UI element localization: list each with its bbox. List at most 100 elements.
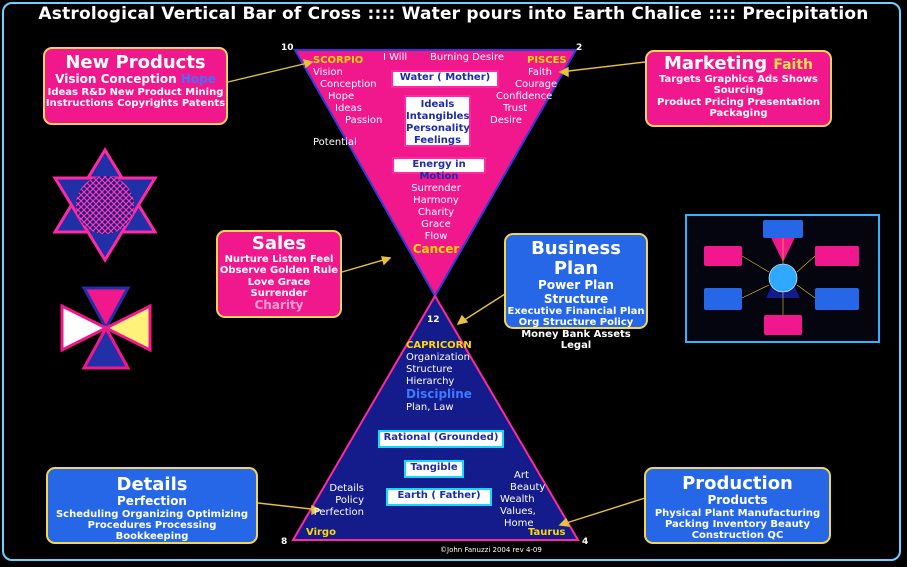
potential-label: Potential	[313, 137, 357, 148]
scorpio-list-1: Vision	[313, 67, 343, 78]
capricorn-item-2: Structure	[406, 364, 453, 375]
pisces-list-4: Trust	[503, 103, 528, 114]
business-plan-line-1: Power Plan	[538, 278, 614, 293]
virgo-list: Details Policy Perfection	[312, 483, 364, 519]
taurus-item-1: Art	[514, 470, 529, 481]
star-of-david-icon	[52, 147, 158, 263]
scorpio-list-2: Conception	[320, 79, 377, 90]
arrow-new-products	[227, 61, 313, 83]
ideals-item-1: Ideals	[420, 99, 455, 110]
surrender-item-3: Charity	[417, 207, 455, 218]
rational-grounded-box: Rational (Grounded)	[378, 430, 504, 448]
details-line-3: Procedures Processing	[87, 519, 217, 531]
production-box: Production Products Physical Plant Manuf…	[644, 467, 831, 544]
hourglass-cross-icon	[60, 286, 152, 370]
pisces-list-1: Faith	[528, 67, 552, 78]
business-plan-line-4: Org Structure Policy	[518, 317, 634, 329]
sign-taurus: Taurus	[528, 527, 566, 538]
surrender-item-4: Grace	[421, 219, 451, 230]
marketing-faith: Faith	[773, 57, 814, 73]
arrow-sales	[341, 257, 391, 273]
sales-line-1: Nurture Listen Feel	[224, 254, 334, 266]
new-products-line-2: Ideas R&D New Product Mining	[47, 86, 224, 98]
new-products-line-3: Instructions Copyrights Patents	[45, 97, 226, 109]
sales-title: Sales	[251, 233, 307, 254]
sign-capricorn: CAPRICORN	[406, 340, 472, 351]
arrow-marketing	[559, 61, 646, 73]
production-title: Production	[682, 473, 793, 494]
production-line-1: Products	[707, 493, 768, 508]
marketing-line-2: Sourcing	[713, 85, 764, 97]
copyright-label: ©John Fanuzzi 2004 rev 4-09	[440, 546, 542, 554]
marketing-line-3: Product Pricing Presentation	[656, 96, 821, 108]
taurus-item-4: Values,	[500, 506, 536, 517]
scorpio-list-5: Passion	[345, 115, 383, 126]
new-products-box: New Products Vision Conception Hope Idea…	[43, 47, 228, 125]
number-8: 8	[281, 537, 288, 547]
scorpio-list-4: Ideas	[335, 103, 362, 114]
details-line-4: Bookkeeping	[115, 530, 189, 542]
number-10: 10	[281, 43, 294, 53]
ideals-item-2: Intangibles	[406, 111, 470, 122]
new-products-title: New Products	[65, 52, 206, 73]
tangible-box: Tangible	[404, 460, 464, 478]
pisces-list-3: Confidence	[496, 91, 553, 102]
virgo-item-1: Details	[329, 483, 364, 494]
arrow-business-plan	[457, 293, 506, 325]
production-line-4: Construction QC	[691, 529, 784, 541]
surrender-list: Surrender Harmony Charity Grace Flow	[396, 183, 476, 243]
cancer-label: Cancer	[412, 242, 460, 256]
business-plan-box: Business Plan Power Plan Structure Execu…	[504, 233, 648, 351]
sign-virgo: Virgo	[306, 527, 336, 538]
new-products-vision: Vision Conception	[55, 72, 177, 87]
new-products-line-1: Vision Conception Hope	[45, 72, 226, 87]
arrow-details	[257, 502, 321, 511]
details-title: Details	[116, 474, 188, 495]
marketing-box: Marketing Faith Targets Graphics Ads Sho…	[645, 50, 832, 127]
sales-box: Sales Nurture Listen Feel Observe Golden…	[216, 230, 342, 318]
water-mother-box: Water ( Mother)	[391, 70, 499, 88]
plan-law-label: Plan, Law	[406, 402, 454, 413]
sales-line-5: Charity	[254, 297, 304, 312]
marketing-title: Marketing	[663, 53, 768, 74]
details-line-1: Perfection	[117, 494, 187, 509]
diagram-thumbnail	[685, 214, 880, 343]
sales-line-4: Surrender	[250, 287, 308, 299]
capricorn-item-3: Hierarchy	[406, 376, 455, 387]
surrender-item-2: Harmony	[413, 195, 459, 206]
ideals-item-3: Personality	[406, 123, 470, 134]
arrow-production	[559, 497, 646, 526]
taurus-list: Art Beauty Wealth Values, Home	[496, 470, 545, 530]
earth-triangle	[291, 294, 580, 541]
sales-line-3: Love Grace	[247, 276, 311, 288]
sign-pisces: PISCES	[527, 55, 567, 66]
details-line-2: Scheduling Organizing Optimizing	[55, 508, 249, 520]
production-line-3: Packing Inventory Beauty	[665, 518, 810, 530]
burning-desire-label: Burning Desire	[430, 52, 504, 63]
number-4: 4	[582, 537, 589, 547]
pisces-list-2: Courage	[515, 79, 558, 90]
marketing-title-row: Marketing Faith	[647, 53, 830, 74]
ideals-item-4: Feelings	[413, 135, 462, 146]
business-plan-line-3: Executive Financial Plan	[507, 306, 645, 318]
business-plan-line-5: Money Bank Assets Legal	[521, 328, 631, 351]
surrender-item-5: Flow	[424, 231, 448, 242]
number-2: 2	[576, 43, 583, 53]
number-12: 12	[427, 315, 440, 325]
marketing-line-4: Packaging	[709, 107, 768, 119]
capricorn-list: Organization Structure Hierarchy	[406, 352, 470, 388]
taurus-item-3: Wealth	[500, 494, 535, 505]
taurus-item-2: Beauty	[510, 482, 546, 493]
pisces-list-5: Desire	[490, 115, 522, 126]
virgo-item-2: Policy	[335, 495, 364, 506]
page-title: Astrological Vertical Bar of Cross :::: …	[38, 4, 869, 24]
taurus-item-5: Home	[504, 518, 534, 529]
marketing-line-1: Targets Graphics Ads Shows	[658, 74, 819, 86]
new-products-hope: Hope	[180, 72, 216, 87]
scorpio-list-3: Hope	[328, 91, 355, 102]
business-plan-line-2: Structure	[543, 291, 609, 306]
production-line-2: Physical Plant Manufacturing	[654, 507, 821, 519]
virgo-item-3: Perfection	[313, 507, 364, 518]
discipline-label: Discipline	[406, 387, 472, 401]
sign-scorpio: SCORPIO	[313, 55, 364, 66]
